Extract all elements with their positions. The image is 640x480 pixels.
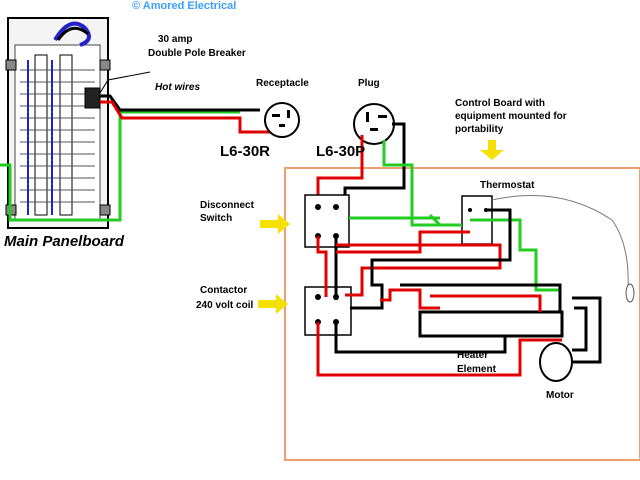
plug (353, 103, 395, 145)
internal-wiring (316, 208, 602, 377)
watermark: © Amored Electrical (132, 0, 237, 12)
motor (539, 342, 573, 382)
control-board-label-line1: Control Board with (455, 98, 545, 109)
receptacle-label: Receptacle (256, 78, 309, 89)
thermostat-label: Thermostat (480, 180, 535, 191)
receptacle-type-label: L6-30R (220, 143, 271, 160)
breaker-amp-label: 30 amp (158, 34, 193, 45)
control-board-outline (284, 167, 640, 461)
contactor-label-line1: Contactor (200, 285, 248, 296)
plug-wire-black (343, 122, 406, 205)
disconnect-label-line1: Disconnect (200, 200, 254, 211)
plug-wire-red (316, 135, 364, 205)
hot-wires-label: Hot wires (155, 82, 201, 93)
contactor-label-line2: 240 volt coil (196, 300, 254, 311)
ground-wire-panel (0, 110, 240, 222)
main-panel-label: Main Panelboard (4, 233, 125, 250)
pointer-arrows (258, 140, 504, 314)
contactor (304, 286, 352, 336)
plug-label: Plug (358, 78, 380, 89)
receptacle (264, 102, 300, 138)
motor-label: Motor (546, 390, 574, 401)
heater-label-line2: Element (457, 364, 496, 375)
plug-type-label: L6-30P (316, 143, 366, 160)
heater-element (418, 310, 564, 338)
breaker-type-label: Double Pole Breaker (148, 48, 246, 59)
heater-label-line1: Heater (457, 350, 489, 361)
hot-wire-black (100, 94, 260, 112)
disconnect-switch (304, 194, 350, 248)
plug-wire-ground (382, 140, 440, 220)
hot-wire-red (100, 100, 270, 134)
control-board-label-line3: portability (455, 124, 504, 135)
main-panelboard (5, 17, 151, 229)
disconnect-label-line2: Switch (200, 213, 233, 224)
control-board-label-line2: equipment mounted for (455, 111, 567, 122)
